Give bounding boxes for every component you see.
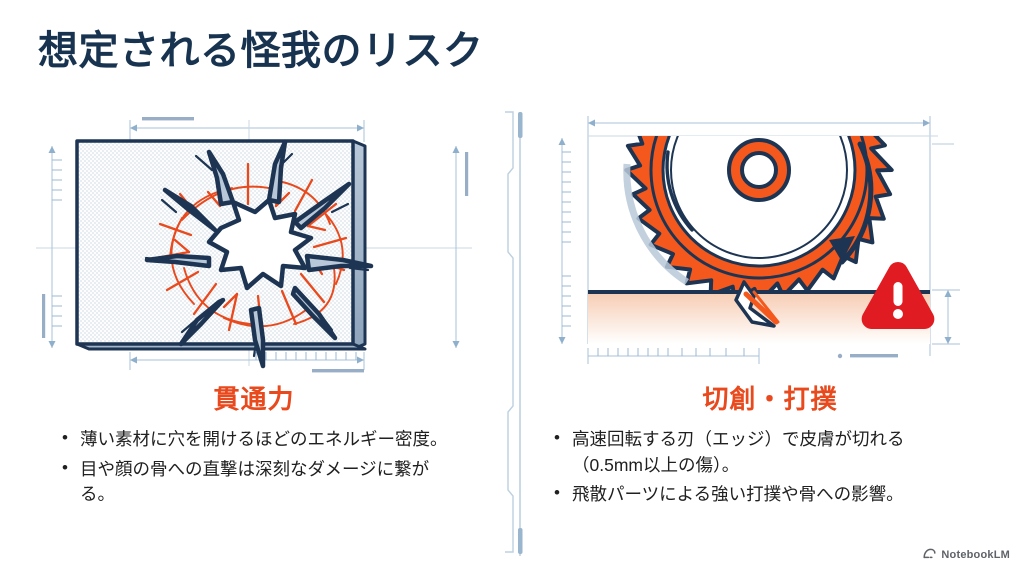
notebooklm-watermark: NotebookLM	[923, 548, 1010, 562]
column-penetration: 貫通力 薄い素材に穴を開けるほどのエネルギー密度。 目や顔の骨への直撃は深刻なダ…	[24, 108, 484, 511]
column-divider	[503, 108, 529, 560]
list-item: 目や顔の骨への直撃は深刻なダメージに繋がる。	[50, 456, 450, 508]
rotation-arrowhead	[829, 236, 855, 262]
impact-hole	[144, 139, 374, 369]
section-heading-laceration: 切創・打撲	[702, 384, 838, 414]
notebooklm-icon	[923, 548, 936, 562]
circular-saw-blade-diagram	[540, 108, 1000, 378]
section-heading-penetration: 貫通力	[213, 384, 295, 414]
column-laceration: 切創・打撲 高速回転する刃（エッジ）で皮膚が切れる（0.5mm以上の傷）。 飛散…	[540, 108, 1000, 511]
shattered-panel-diagram	[24, 108, 484, 378]
cut-chip	[734, 280, 780, 328]
list-item: 飛散パーツによる強い打撲や骨への影響。	[542, 481, 974, 507]
bullet-list-laceration: 高速回転する刃（エッジ）で皮膚が切れる（0.5mm以上の傷）。 飛散パーツによる…	[542, 426, 974, 507]
list-item: 薄い素材に穴を開けるほどのエネルギー密度。	[50, 426, 450, 452]
list-item: 高速回転する刃（エッジ）で皮膚が切れる（0.5mm以上の傷）。	[542, 426, 974, 478]
bullet-list-penetration: 薄い素材に穴を開けるほどのエネルギー密度。 目や顔の骨への直撃は深刻なダメージに…	[50, 426, 450, 508]
watermark-label: NotebookLM	[941, 549, 1010, 561]
page-title: 想定される怪我のリスク	[38, 29, 484, 73]
saw-blade	[623, 136, 894, 305]
warning-triangle-icon	[861, 262, 935, 329]
rotation-arrow	[839, 141, 874, 265]
